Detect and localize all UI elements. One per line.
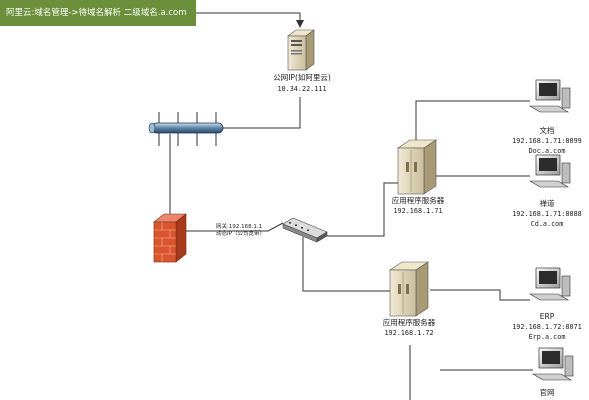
line-firewall-to-switch xyxy=(186,222,284,232)
gateway-label: 网关:192.168.1.1 xyxy=(216,224,263,230)
pc-docs-domain: Doc.a.com xyxy=(528,147,566,155)
app-server-2-icon xyxy=(389,261,429,317)
pc-erp-name: ERP xyxy=(539,312,555,321)
line-server2-to-erp xyxy=(430,289,530,301)
line-server1-to-docs xyxy=(415,100,530,143)
public-ip-server-icon xyxy=(287,29,315,71)
line-banner-to-public-ip xyxy=(196,12,304,28)
pc-docs-icon xyxy=(528,79,571,113)
pc-docs-addr: 192.168.1.71:8099 xyxy=(512,137,582,145)
pc-erp-icon xyxy=(528,267,571,301)
line-switch-to-server2 xyxy=(302,237,390,292)
app-server-1-ip: 192.168.1.71 xyxy=(393,207,443,215)
pc-docs-name: 文档 xyxy=(539,126,555,135)
firewall-icon xyxy=(153,213,187,263)
app-server-2-ip: 192.168.1.72 xyxy=(384,329,434,337)
connection-lines xyxy=(169,12,533,400)
pc-website-icon xyxy=(531,347,574,381)
pc-zentao-icon xyxy=(528,154,571,188)
app-server-1-icon xyxy=(397,139,437,195)
pc-zentao-domain: Cd.a.com xyxy=(530,220,564,228)
dynamic-ip-label: 动态IP（公司宽带） xyxy=(216,231,265,237)
domain-banner: 阿里云:域名管理->待域名解析 二级域名.a.com xyxy=(0,0,196,26)
line-switch-to-server1 xyxy=(326,182,398,237)
pc-website-name: 官网 xyxy=(539,388,555,397)
switch-icon xyxy=(282,217,328,243)
pc-erp-domain: Erp.a.com xyxy=(528,333,566,341)
app-server-2-name: 应用程序服务器 xyxy=(382,318,436,327)
line-public-ip-to-backbone xyxy=(222,97,301,129)
pc-zentao-addr: 192.168.1.71:8088 xyxy=(512,210,582,218)
public-ip-address: 10.34.22.111 xyxy=(277,85,327,93)
pc-zentao-name: 禅道 xyxy=(539,199,555,208)
backbone-pipe xyxy=(148,112,224,146)
public-ip-name: 公网IP(如阿里云) xyxy=(273,73,331,82)
app-server-1-name: 应用程序服务器 xyxy=(391,196,445,205)
pc-erp-addr: 192.168.1.72:8071 xyxy=(512,323,582,331)
